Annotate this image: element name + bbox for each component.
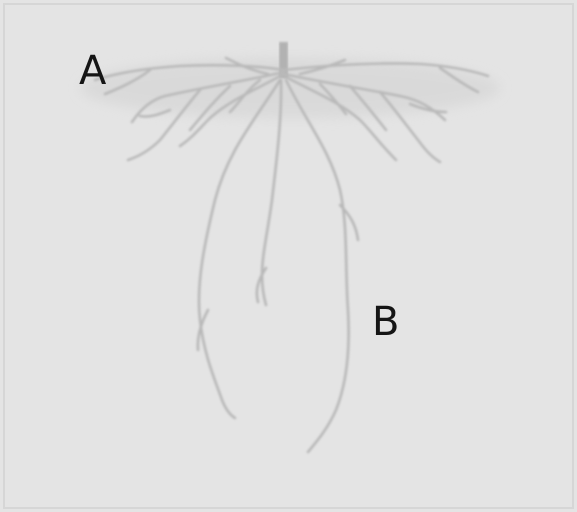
label-b: B <box>372 302 399 342</box>
label-a: A <box>79 51 106 91</box>
